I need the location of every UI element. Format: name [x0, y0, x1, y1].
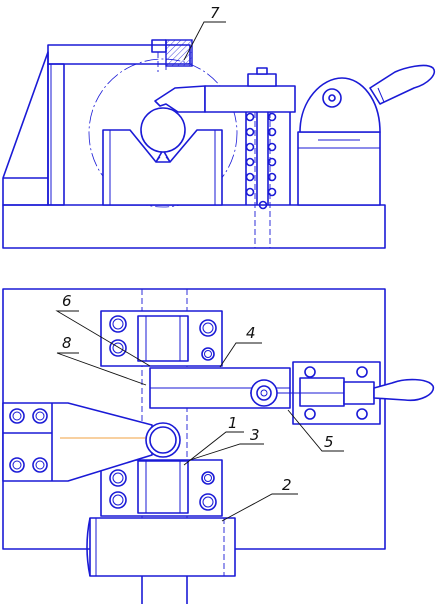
left-bracket — [2, 44, 191, 206]
clamp-lever — [154, 85, 296, 113]
workpiece-end — [145, 422, 181, 458]
callout-8: 8 — [62, 334, 72, 352]
callout-1: 1 — [228, 414, 238, 432]
callout-labels: 7 6 8 4 5 1 3 2 — [62, 4, 334, 494]
upper-clamp-plate — [100, 310, 223, 367]
workpiece-outline — [88, 58, 238, 208]
callout-6: 6 — [62, 292, 72, 310]
leader-lines — [55, 21, 344, 522]
lower-clamp-plate — [100, 459, 223, 517]
callout-2: 2 — [282, 476, 292, 494]
shaft-part — [140, 107, 186, 153]
nut-top-view — [250, 379, 278, 407]
callout-7: 7 — [210, 4, 220, 22]
handle-top-view — [343, 378, 435, 405]
left-lever-arm — [2, 402, 153, 482]
cylinder-stop — [86, 517, 236, 604]
base-plate — [2, 204, 386, 249]
callout-3: 3 — [250, 426, 260, 444]
eccentric-cam — [299, 64, 435, 133]
front-view — [2, 39, 435, 249]
right-support — [297, 131, 381, 206]
spring — [245, 112, 291, 210]
callout-4: 4 — [246, 324, 256, 342]
top-screw — [151, 39, 193, 72]
top-view — [2, 288, 435, 604]
v-block — [102, 129, 223, 206]
callout-5: 5 — [324, 433, 334, 451]
